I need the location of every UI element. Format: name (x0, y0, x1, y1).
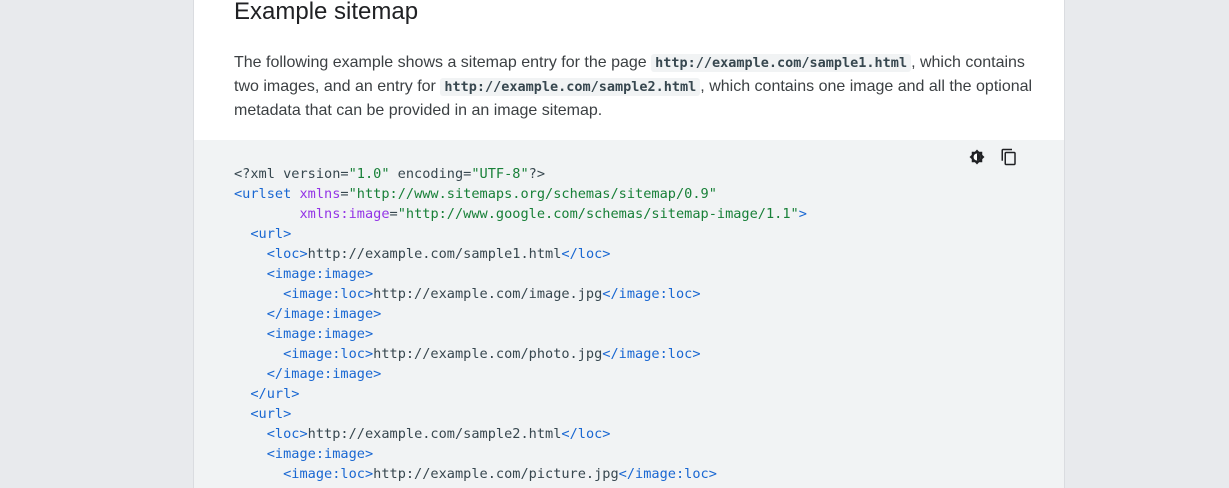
code-line: <image:image> (234, 264, 807, 284)
code-token: "1.0" (348, 166, 390, 182)
code-line: <loc>http://example.com/sample1.html</lo… (234, 244, 807, 264)
code-line: <urlset xmlns="http://www.sitemaps.org/s… (234, 184, 807, 204)
code-token: <url> (250, 406, 292, 422)
inline-code-sample2-url: http://example.com/sample2.html (440, 78, 701, 96)
code-line: <url> (234, 224, 807, 244)
section-heading: Example sitemap (234, 0, 419, 25)
code-toolbar (968, 148, 1018, 166)
code-line: <image:image> (234, 324, 807, 344)
code-token: <urlset (234, 186, 300, 202)
code-token (234, 326, 267, 342)
intro-text-3: , which contains one image and all the o… (234, 78, 1033, 119)
code-token: "UTF-8" (471, 166, 529, 182)
code-line: </image:image> (234, 304, 807, 324)
code-token (234, 226, 250, 242)
code-token: <image:loc> (283, 466, 374, 482)
code-token: </url> (250, 386, 300, 402)
code-token: </image:image> (266, 366, 382, 382)
intro-paragraph: The following example shows a sitemap en… (234, 51, 1034, 123)
code-block: <?xml version="1.0" encoding="UTF-8"?><u… (194, 140, 1064, 488)
code-token: <image:loc> (283, 286, 374, 302)
code-token: ?> (528, 166, 546, 182)
code-token: <image:image> (266, 446, 374, 462)
dark-theme-toggle-button[interactable] (968, 148, 986, 166)
code-token: xmlns (299, 186, 341, 202)
code-token: http://example.com/image.jpg (373, 286, 603, 302)
code-token: = (389, 206, 398, 222)
code-token: <image:image> (266, 266, 374, 282)
code-token: http://example.com/photo.jpg (373, 346, 603, 362)
code-token (234, 446, 267, 462)
code-token (234, 366, 267, 382)
code-token: </image:image> (266, 306, 382, 322)
code-token: </loc> (561, 246, 611, 262)
intro-text-1: The following example shows a sitemap en… (234, 54, 652, 71)
code-token: > (798, 206, 807, 222)
code-token: = (340, 186, 349, 202)
code-token (234, 206, 299, 222)
content-card: Example sitemap The following example sh… (193, 0, 1065, 488)
code-token (234, 426, 267, 442)
code-token: <image:loc> (283, 346, 374, 362)
code-line: <loc>http://example.com/sample2.html</lo… (234, 424, 807, 444)
intro-text-2: , which contains two images, and an entr… (234, 54, 1025, 95)
code-token (234, 246, 267, 262)
xml-code-listing: <?xml version="1.0" encoding="UTF-8"?><u… (234, 164, 807, 484)
code-line: <image:loc>http://example.com/picture.jp… (234, 464, 807, 484)
code-token: </image:loc> (618, 466, 717, 482)
code-line: <image:image> (234, 444, 807, 464)
code-token (234, 386, 250, 402)
code-token: </image:loc> (602, 346, 701, 362)
code-token: </loc> (561, 426, 611, 442)
code-token (234, 346, 283, 362)
code-line: <image:loc>http://example.com/photo.jpg<… (234, 344, 807, 364)
code-line: </url> (234, 384, 807, 404)
copy-icon (1001, 148, 1016, 166)
code-token: "http://www.sitemaps.org/schemas/sitemap… (348, 186, 717, 202)
code-token: xmlns:image (299, 206, 390, 222)
code-token: http://example.com/sample2.html (307, 426, 562, 442)
code-line: xmlns:image="http://www.google.com/schem… (234, 204, 807, 224)
code-token (234, 286, 283, 302)
code-token: <loc> (266, 426, 308, 442)
code-line: <url> (234, 404, 807, 424)
copy-code-button[interactable] (1000, 148, 1018, 166)
code-token (234, 306, 267, 322)
code-token: <?xml version= (234, 166, 349, 182)
code-token (234, 266, 267, 282)
code-token: <loc> (266, 246, 308, 262)
code-line: </image:image> (234, 364, 807, 384)
dark-theme-toggle-icon (969, 149, 985, 165)
code-line: <?xml version="1.0" encoding="UTF-8"?> (234, 164, 807, 184)
code-token: http://example.com/sample1.html (307, 246, 562, 262)
code-token (234, 406, 250, 422)
code-token: <image:image> (266, 326, 374, 342)
code-line: <image:loc>http://example.com/image.jpg<… (234, 284, 807, 304)
code-token: "http://www.google.com/schemas/sitemap-i… (397, 206, 799, 222)
code-token: http://example.com/picture.jpg (373, 466, 619, 482)
code-token: encoding= (389, 166, 472, 182)
code-token: </image:loc> (602, 286, 701, 302)
inline-code-sample1-url: http://example.com/sample1.html (651, 54, 912, 72)
code-token: <url> (250, 226, 292, 242)
code-token (234, 466, 283, 482)
